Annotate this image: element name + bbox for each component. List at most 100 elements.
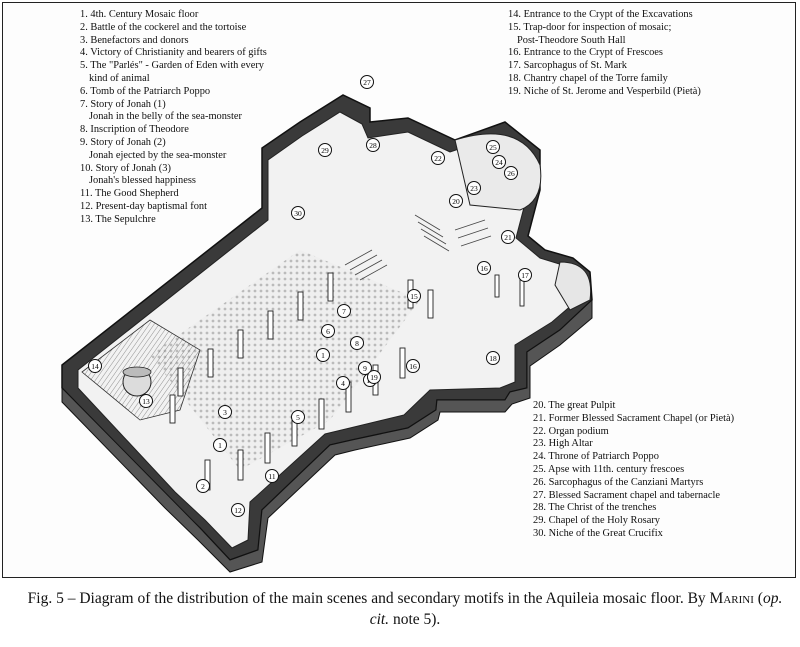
marker-15: 15 xyxy=(407,289,421,303)
marker-5: 5 xyxy=(291,410,305,424)
marker-6: 6 xyxy=(321,324,335,338)
legend-item-text: 30. Niche of the Great Crucifix xyxy=(533,527,663,539)
marker-17: 17 xyxy=(518,268,532,282)
legend-item-text: 16. Entrance to the Crypt of Frescoes xyxy=(508,47,663,59)
legend-item-subtext: Post-Theodore South Hall xyxy=(517,34,626,46)
marker-label: 1 xyxy=(321,351,325,360)
legend-item-text: 7. Story of Jonah (1) xyxy=(80,98,166,110)
caption-author: Marini xyxy=(709,590,754,607)
legend-item-text: 11. The Good Shepherd xyxy=(80,188,179,200)
legend-item: 27. Blessed Sacrament chapel and taberna… xyxy=(533,490,734,503)
marker-4: 4 xyxy=(336,376,350,390)
legend-item-text: 26. Sarcophagus of the Canziani Martyrs xyxy=(533,476,704,488)
marker-label: 14 xyxy=(91,362,99,371)
legend-item-subtext: Jonah ejected by the sea-monster xyxy=(89,149,227,161)
marker-label: 30 xyxy=(294,209,302,218)
marker-label: 3 xyxy=(223,408,227,417)
marker-16: 16 xyxy=(406,359,420,373)
marker-label: 21 xyxy=(504,233,512,242)
legend-item: 12. Present-day baptismal font xyxy=(80,201,267,214)
legend-item-text: 2. Battle of the cockerel and the tortoi… xyxy=(80,21,247,33)
scene-markers: 1 1 2 3 4 5 6 7 8 9 10 11 12 13 14 15 16… xyxy=(88,75,532,517)
legend-item: 24. Throne of Patriarch Poppo xyxy=(533,451,734,464)
marker-label: 15 xyxy=(410,292,418,301)
marker-label: 5 xyxy=(296,413,300,422)
legend-item: 25. Apse with 11th. century frescoes xyxy=(533,464,734,477)
marker-label: 4 xyxy=(341,379,345,388)
marker-label: 1 xyxy=(218,441,222,450)
marker-24: 24 xyxy=(492,155,506,169)
legend-item-text: 3. Benefactors and donors xyxy=(80,34,189,46)
marker-29: 29 xyxy=(318,143,332,157)
marker-14: 14 xyxy=(88,359,102,373)
marker-label: 19 xyxy=(370,373,378,382)
legend-item-text: 27. Blessed Sacrament chapel and taberna… xyxy=(533,489,720,501)
legend-item: 26. Sarcophagus of the Canziani Martyrs xyxy=(533,477,734,490)
marker-label: 17 xyxy=(521,271,529,280)
marker-23: 23 xyxy=(467,181,481,195)
legend-item-text: 9. Story of Jonah (2) xyxy=(80,136,166,148)
legend-item: 17. Sarcophagus of St. Mark xyxy=(508,60,701,73)
legend-item-text: 29. Chapel of the Holy Rosary xyxy=(533,515,660,527)
marker-2: 2 xyxy=(196,479,210,493)
caption-text-2: ( xyxy=(753,590,763,607)
marker-label: 2 xyxy=(201,482,205,491)
legend-item-text: 25. Apse with 11th. century frescoes xyxy=(533,463,685,475)
marker-label: 12 xyxy=(234,506,242,515)
marker-label: 9 xyxy=(363,364,367,373)
legend-item-text: 17. Sarcophagus of St. Mark xyxy=(508,60,627,72)
legend-item: 10. Story of Jonah (3)Jonah's blessed ha… xyxy=(80,163,267,189)
marker-label: 18 xyxy=(489,354,497,363)
legend-item: 18. Chantry chapel of the Torre family xyxy=(508,73,701,86)
legend-item-subtext: Jonah's blessed happiness xyxy=(89,175,196,187)
legend-item-text: 19. Niche of St. Jerome and Vesperbild (… xyxy=(508,85,701,97)
legend-item-text: 13. The Sepulchre xyxy=(80,213,156,225)
marker-9: 9 xyxy=(358,361,372,375)
marker-label: 23 xyxy=(470,184,478,193)
marker-label: 26 xyxy=(507,169,515,178)
marker-12: 12 xyxy=(231,503,245,517)
legend-item-text: 22. Organ podium xyxy=(533,425,609,437)
marker-22: 22 xyxy=(431,151,445,165)
legend-item-text: 8. Inscription of Theodore xyxy=(80,124,189,136)
legend-item: 20. The great Pulpit xyxy=(533,400,734,413)
marker-8: 8 xyxy=(350,336,364,350)
legend-item: 1. 4th. Century Mosaic floor xyxy=(80,9,267,22)
legend-item: 16. Entrance to the Crypt of Frescoes xyxy=(508,47,701,60)
legend-item-text: 23. High Altar xyxy=(533,438,593,450)
marker-label: 13 xyxy=(142,397,150,406)
legend-item-text: 14. Entrance to the Crypt of the Excavat… xyxy=(508,9,693,20)
marker-label: 27 xyxy=(363,78,371,87)
marker-7: 7 xyxy=(337,304,351,318)
legend-item: 15. Trap-door for inspection of mosaic;P… xyxy=(508,22,701,48)
legend-item: 6. Tomb of the Patriarch Poppo xyxy=(80,86,267,99)
marker-11: 11 xyxy=(265,469,279,483)
marker-27: 27 xyxy=(360,75,374,89)
legend-item-text: 21. Former Blessed Sacrament Chapel (or … xyxy=(533,412,735,424)
marker-label: 20 xyxy=(452,197,460,206)
legend-item: 13. The Sepulchre xyxy=(80,214,267,227)
legend-item-text: 15. Trap-door for inspection of mosaic; xyxy=(508,21,672,33)
legend-item-text: 24. Throne of Patriarch Poppo xyxy=(533,451,659,463)
marker-1: 1 xyxy=(213,438,227,452)
legend-item: 11. The Good Shepherd xyxy=(80,188,267,201)
legend-item: 22. Organ podium xyxy=(533,426,734,439)
legend-item: 2. Battle of the cockerel and the tortoi… xyxy=(80,22,267,35)
legend-item-text: 1. 4th. Century Mosaic floor xyxy=(80,9,199,20)
legend-item: 3. Benefactors and donors xyxy=(80,35,267,48)
legend-item-text: 6. Tomb of the Patriarch Poppo xyxy=(80,85,211,97)
marker-28: 28 xyxy=(366,138,380,152)
marker-label: 22 xyxy=(434,154,442,163)
figure-caption: Fig. 5 – Diagram of the distribution of … xyxy=(20,588,790,630)
marker-label: 16 xyxy=(480,264,488,273)
legend-item: 28. The Christ of the trenches xyxy=(533,502,734,515)
marker-30: 30 xyxy=(291,206,305,220)
legend-item: 23. High Altar xyxy=(533,438,734,451)
marker-16b: 16 xyxy=(477,261,491,275)
marker-label: 24 xyxy=(495,158,503,167)
legend-item-text: 12. Present-day baptismal font xyxy=(80,200,207,212)
legend-item: 14. Entrance to the Crypt of the Excavat… xyxy=(508,9,701,22)
legend-item: 8. Inscription of Theodore xyxy=(80,124,267,137)
marker-18: 18 xyxy=(486,351,500,365)
